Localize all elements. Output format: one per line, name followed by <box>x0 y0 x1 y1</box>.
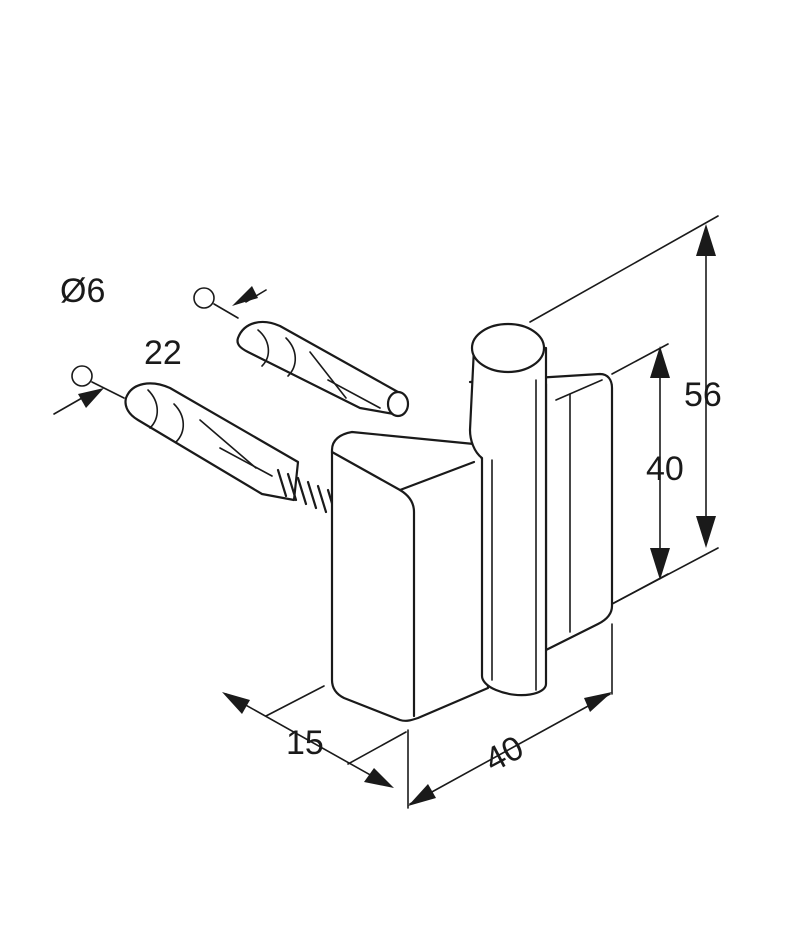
hinge-body <box>330 322 614 722</box>
depth-dimension: 15 <box>222 685 407 788</box>
depth-label: 15 <box>286 724 324 762</box>
front-dowel <box>124 382 300 502</box>
rear-dowel <box>236 320 410 418</box>
height-56-dimension: 56 <box>529 215 722 605</box>
height-40-dimension: 40 <box>611 343 684 605</box>
height-40-label: 40 <box>646 450 684 488</box>
diameter-dimension: Ø6 <box>60 272 267 319</box>
height-56-label: 56 <box>684 376 722 414</box>
spring <box>276 468 336 514</box>
dowel-length-dimension: 22 <box>53 334 182 415</box>
diameter-label: Ø6 <box>60 272 105 310</box>
width-label: 40 <box>479 729 530 780</box>
dowel-length-label: 22 <box>144 334 182 372</box>
